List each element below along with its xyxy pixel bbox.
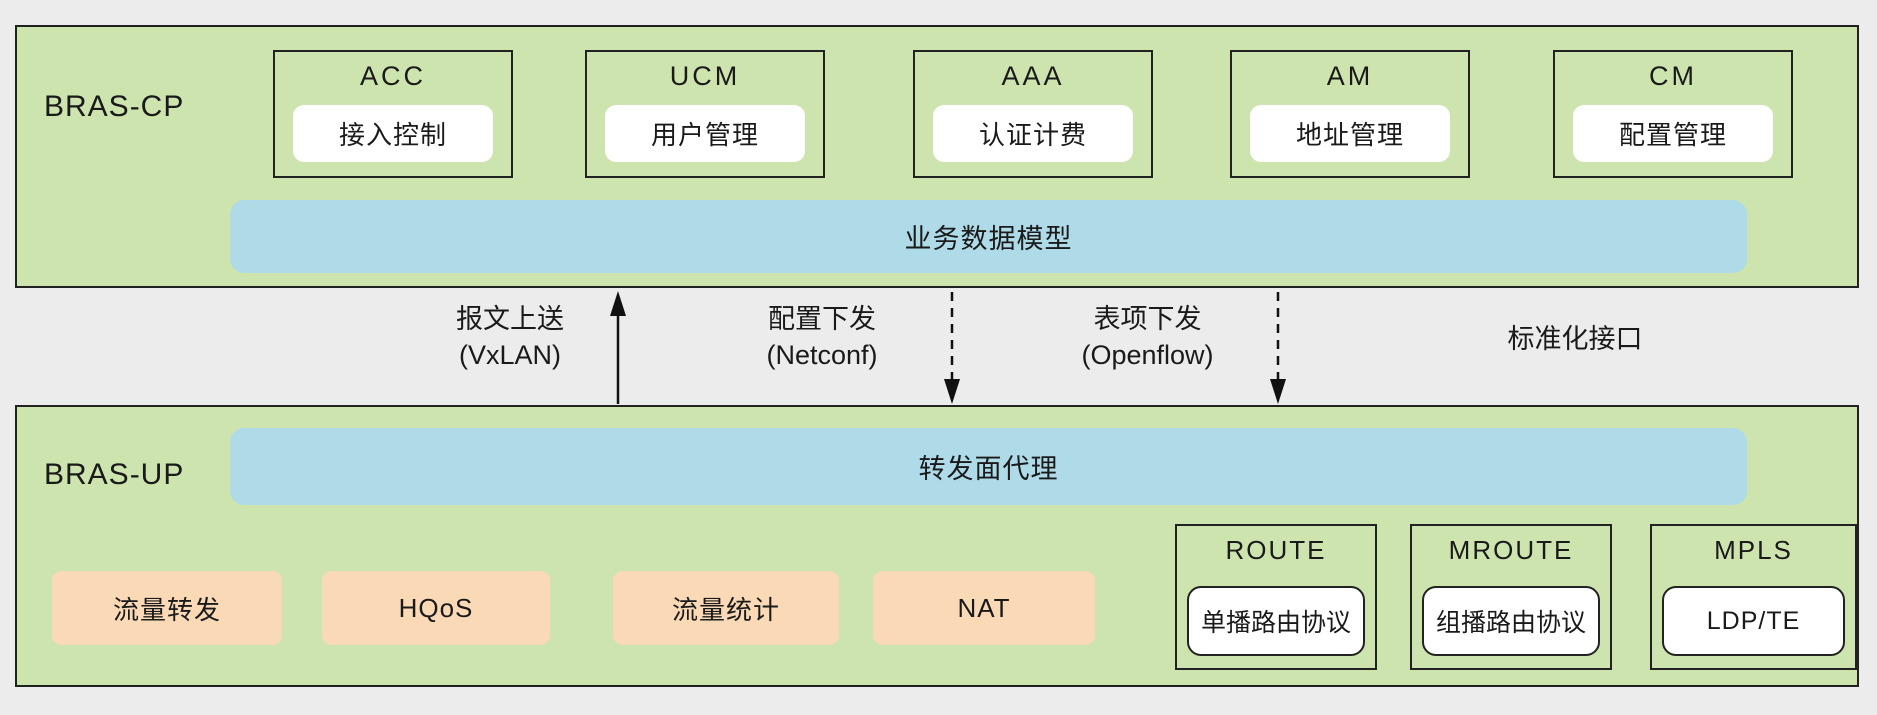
- module-cm: CM 配置管理: [1553, 50, 1793, 178]
- function-traffic-forwarding: 流量转发: [52, 571, 282, 645]
- bras-cp-label: BRAS-CP: [44, 90, 185, 123]
- protocol-mpls: MPLS LDP/TE: [1650, 524, 1857, 670]
- function-hqos: HQoS: [322, 571, 550, 645]
- config-download-label-line1: 配置下发: [768, 304, 876, 334]
- service-data-model-bar: 业务数据模型: [230, 200, 1747, 273]
- protocol-mroute-name: 组播路由协议: [1422, 586, 1600, 656]
- packet-upload-label-line2: (VxLAN): [458, 340, 561, 370]
- module-acc-abbr: ACC: [359, 61, 426, 91]
- protocol-route: ROUTE 单播路由协议: [1175, 524, 1377, 670]
- standard-interface-caption: 标准化接口: [1507, 324, 1643, 354]
- packet-upload-label: 报文上送 (VxLAN): [400, 301, 620, 373]
- module-ucm-abbr: UCM: [669, 61, 741, 91]
- protocol-mpls-name: LDP/TE: [1662, 586, 1845, 656]
- protocol-route-name: 单播路由协议: [1187, 586, 1365, 656]
- module-ucm: UCM 用户管理: [585, 50, 825, 178]
- packet-upload-label-line1: 报文上送: [456, 304, 564, 334]
- table-download-label: 表项下发 (Openflow): [1035, 301, 1260, 373]
- module-am: AM 地址管理: [1230, 50, 1470, 178]
- protocol-route-abbr: ROUTE: [1225, 535, 1327, 565]
- module-am-name: 地址管理: [1250, 105, 1450, 162]
- module-cm-name: 配置管理: [1573, 105, 1773, 162]
- module-ucm-name: 用户管理: [605, 105, 805, 162]
- forwarding-agent-bar: 转发面代理: [230, 428, 1747, 505]
- function-traffic-statistics: 流量统计: [613, 571, 839, 645]
- protocol-mroute: MROUTE 组播路由协议: [1410, 524, 1612, 670]
- table-download-arrowhead-down: [1270, 379, 1286, 404]
- config-download-label-line2: (Netconf): [766, 340, 878, 370]
- module-aaa-abbr: AAA: [1001, 61, 1065, 91]
- module-aaa-name: 认证计费: [933, 105, 1133, 162]
- function-nat: NAT: [873, 571, 1095, 645]
- table-download-label-line1: 表项下发: [1093, 304, 1202, 334]
- module-cm-abbr: CM: [1649, 61, 1697, 91]
- bras-cp-panel: BRAS-CP ACC 接入控制 UCM 用户管理 AAA 认证计费 AM 地址…: [15, 25, 1859, 288]
- protocol-mroute-abbr: MROUTE: [1448, 535, 1574, 565]
- module-acc: ACC 接入控制: [273, 50, 513, 178]
- bras-up-panel: BRAS-UP 转发面代理 流量转发 HQoS 流量统计 NAT ROUTE 单…: [15, 405, 1859, 687]
- packet-upload-arrowhead-up: [610, 291, 626, 316]
- module-acc-name: 接入控制: [293, 105, 493, 162]
- module-am-abbr: AM: [1326, 61, 1374, 91]
- config-download-label: 配置下发 (Netconf): [712, 301, 932, 373]
- config-download-arrowhead-down: [944, 379, 960, 404]
- module-aaa: AAA 认证计费: [913, 50, 1153, 178]
- bras-up-label: BRAS-UP: [44, 458, 185, 491]
- table-download-label-line2: (Openflow): [1081, 340, 1214, 370]
- protocol-mpls-abbr: MPLS: [1714, 535, 1793, 565]
